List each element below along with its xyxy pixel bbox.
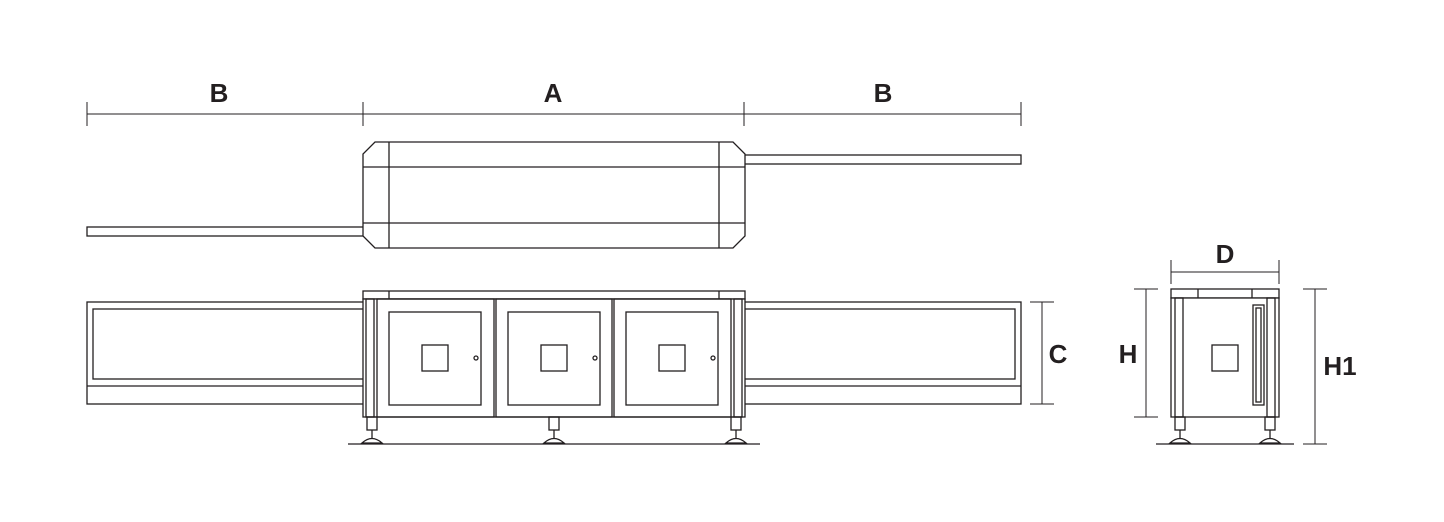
- plan-view: [86, 141, 1022, 249]
- cabinet-door-1: [376, 298, 495, 418]
- dimension-label-a: A: [544, 78, 563, 108]
- top-dimension-line: [86, 102, 1022, 126]
- right-extension: [743, 301, 1022, 405]
- dimension-label-d: D: [1216, 239, 1235, 269]
- cabinet-door-3: [613, 298, 732, 418]
- leveling-feet: [360, 416, 748, 444]
- dimension-label-b-left: B: [210, 78, 229, 108]
- right-roller-bar: [743, 154, 1022, 165]
- dimension-label-b-right: B: [874, 78, 893, 108]
- dimension-c-line: [1030, 301, 1054, 405]
- left-roller-bar: [86, 226, 365, 237]
- side-view: [1134, 260, 1327, 445]
- dimension-label-h: H: [1119, 339, 1138, 369]
- plan-table-body: [362, 141, 746, 249]
- left-extension: [86, 301, 365, 405]
- cabinet-body: [362, 298, 746, 418]
- dimension-label-c: C: [1049, 339, 1068, 369]
- dimension-label-h1: H1: [1323, 351, 1356, 381]
- front-view: [86, 290, 1022, 445]
- top-plate: [362, 290, 746, 300]
